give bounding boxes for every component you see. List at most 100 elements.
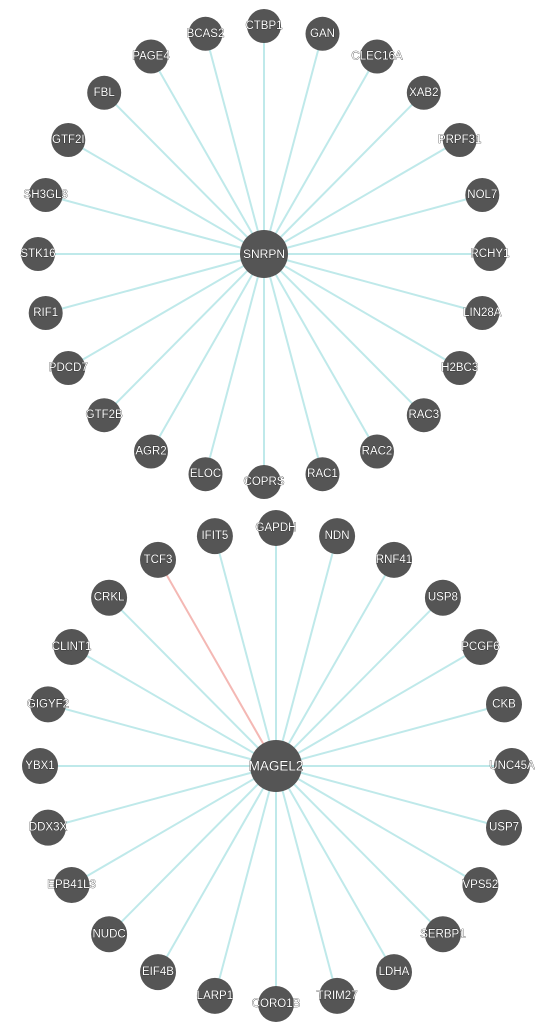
node-circle[interactable]: [196, 518, 233, 555]
node-circle[interactable]: [28, 178, 63, 212]
node-circle[interactable]: [53, 629, 90, 665]
node-rif1[interactable]: RIF1: [28, 296, 63, 330]
node-circle[interactable]: [424, 579, 461, 616]
node-coro1b[interactable]: CORO1B: [251, 986, 301, 1022]
node-circle[interactable]: [91, 916, 128, 953]
node-ctbp1[interactable]: CTBP1: [245, 9, 283, 43]
node-nol7[interactable]: NOL7: [465, 178, 500, 212]
node-sh3gl3[interactable]: SH3GL3: [23, 178, 68, 212]
node-circle[interactable]: [305, 457, 340, 492]
node-gtf2b[interactable]: GTF2B: [85, 398, 123, 433]
node-ifit5[interactable]: IFIT5: [196, 518, 233, 555]
node-circle[interactable]: [258, 510, 294, 546]
node-circle[interactable]: [486, 686, 522, 723]
node-circle[interactable]: [442, 123, 477, 157]
node-circle[interactable]: [140, 541, 176, 578]
hub-circle[interactable]: [250, 740, 302, 792]
node-xab2[interactable]: XAB2: [406, 75, 441, 110]
node-clec16a[interactable]: CLEC16A: [351, 39, 403, 74]
node-ckb[interactable]: CKB: [486, 686, 522, 723]
node-pdcd7[interactable]: PDCD7: [49, 351, 88, 385]
node-circle[interactable]: [247, 9, 281, 43]
node-gan[interactable]: GAN: [305, 16, 340, 51]
node-epb41l3[interactable]: EPB41L3: [47, 867, 96, 903]
node-gtf2i[interactable]: GTF2I: [51, 123, 86, 157]
node-circle[interactable]: [462, 629, 499, 665]
node-rac1[interactable]: RAC1: [305, 457, 340, 492]
node-fbl[interactable]: FBL: [87, 75, 122, 110]
node-crkl[interactable]: CRKL: [91, 579, 128, 616]
node-vps52[interactable]: VPS52: [462, 867, 499, 903]
node-circle[interactable]: [442, 351, 477, 385]
node-lin28a[interactable]: LIN28A: [463, 296, 502, 330]
node-page4[interactable]: PAGE4: [132, 39, 171, 74]
node-circle[interactable]: [473, 237, 507, 271]
node-stk16[interactable]: STK16: [20, 237, 56, 271]
node-circle[interactable]: [140, 954, 176, 991]
node-trim27[interactable]: TRIM27: [316, 977, 358, 1014]
node-ldha[interactable]: LDHA: [376, 954, 412, 991]
node-circle[interactable]: [424, 916, 461, 953]
node-circle[interactable]: [360, 434, 394, 469]
node-circle[interactable]: [319, 518, 356, 555]
node-circle[interactable]: [134, 39, 168, 74]
node-circle[interactable]: [462, 867, 499, 903]
node-circle[interactable]: [188, 16, 223, 51]
node-circle[interactable]: [486, 809, 522, 846]
node-usp7[interactable]: USP7: [486, 809, 522, 846]
node-circle[interactable]: [51, 351, 86, 385]
node-circle[interactable]: [188, 457, 223, 492]
node-serbp1[interactable]: SERBP1: [420, 916, 466, 953]
node-circle[interactable]: [247, 465, 281, 499]
node-circle[interactable]: [87, 75, 122, 110]
node-circle[interactable]: [494, 748, 530, 784]
node-circle[interactable]: [360, 39, 394, 74]
node-rac3[interactable]: RAC3: [406, 398, 441, 433]
node-nudc[interactable]: NUDC: [91, 916, 128, 953]
node-circle[interactable]: [465, 178, 500, 212]
node-ddx3x[interactable]: DDX3X: [29, 809, 68, 846]
hub-circle[interactable]: [240, 230, 288, 278]
node-eloc[interactable]: ELOC: [188, 457, 223, 492]
node-circle[interactable]: [376, 541, 412, 578]
node-rac2[interactable]: RAC2: [360, 434, 394, 469]
node-ndn[interactable]: NDN: [319, 518, 356, 555]
node-circle[interactable]: [51, 123, 86, 157]
node-circle[interactable]: [87, 398, 122, 433]
node-circle[interactable]: [465, 296, 500, 330]
node-circle[interactable]: [21, 237, 55, 271]
node-pcgf6[interactable]: PCGF6: [461, 629, 500, 665]
node-eif4b[interactable]: EIF4B: [140, 954, 176, 991]
node-gigyf2[interactable]: GIGYF2: [27, 686, 69, 723]
hub-node-snrpn[interactable]: SNRPN: [240, 230, 288, 278]
node-circle[interactable]: [196, 977, 233, 1014]
node-unc45a[interactable]: UNC45A: [489, 748, 535, 784]
node-usp8[interactable]: USP8: [424, 579, 461, 616]
node-larp1[interactable]: LARP1: [196, 977, 233, 1014]
node-circle[interactable]: [319, 977, 356, 1014]
node-circle[interactable]: [53, 867, 90, 903]
node-prpf31[interactable]: PRPF31: [438, 123, 482, 157]
node-bcas2[interactable]: BCAS2: [186, 16, 225, 51]
node-circle[interactable]: [305, 16, 340, 51]
node-ybx1[interactable]: YBX1: [22, 748, 58, 784]
node-circle[interactable]: [30, 686, 66, 723]
node-circle[interactable]: [406, 398, 441, 433]
node-rnf41[interactable]: RNF41: [375, 541, 413, 578]
node-gapdh[interactable]: GAPDH: [255, 510, 297, 546]
node-circle[interactable]: [406, 75, 441, 110]
node-agr2[interactable]: AGR2: [134, 434, 168, 469]
node-circle[interactable]: [376, 954, 412, 991]
node-circle[interactable]: [30, 809, 66, 846]
node-rchy1[interactable]: RCHY1: [470, 237, 510, 271]
node-tcf3[interactable]: TCF3: [140, 541, 176, 578]
hub-node-magel2[interactable]: MAGEL2: [248, 740, 304, 792]
node-circle[interactable]: [28, 296, 63, 330]
node-circle[interactable]: [22, 748, 58, 784]
node-h2bc3[interactable]: H2BC3: [441, 351, 479, 385]
node-circle[interactable]: [134, 434, 168, 469]
node-coprs[interactable]: COPRS: [243, 465, 285, 499]
node-circle[interactable]: [91, 579, 128, 616]
node-circle[interactable]: [258, 986, 294, 1022]
node-clint1[interactable]: CLINT1: [51, 629, 92, 665]
